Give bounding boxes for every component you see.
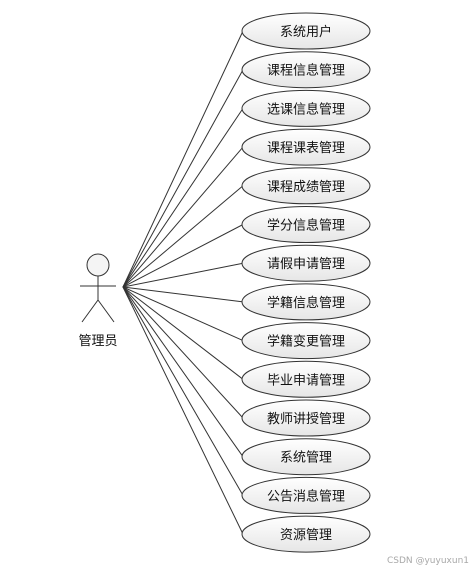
association-line — [122, 286, 244, 535]
use-case-item[interactable]: 学籍变更管理 — [241, 322, 371, 360]
use-case-label: 公告消息管理 — [267, 488, 345, 504]
use-case-item[interactable]: 教师讲授管理 — [241, 399, 371, 437]
use-case-ellipse — [241, 51, 371, 89]
use-case-ellipse — [241, 128, 371, 166]
use-case-item[interactable]: 课程信息管理 — [241, 51, 371, 89]
use-case-label: 毕业申请管理 — [267, 373, 345, 388]
use-case-label: 系统管理 — [280, 451, 332, 466]
use-case-item[interactable]: 学籍信息管理 — [241, 283, 371, 321]
stick-figure-icon — [80, 253, 116, 323]
use-case-ellipse — [241, 476, 371, 514]
use-case-label: 学籍变更管理 — [267, 334, 345, 350]
association-line — [122, 286, 244, 380]
use-case-item[interactable]: 公告消息管理 — [241, 476, 371, 514]
association-lines — [122, 30, 244, 535]
use-case-ellipse — [241, 515, 371, 553]
use-case-label: 系统用户 — [280, 24, 332, 40]
use-case-label: 学籍信息管理 — [267, 295, 345, 311]
association-line — [122, 286, 244, 457]
use-case-label: 请假申请管理 — [267, 257, 345, 272]
use-case-item[interactable]: 资源管理 — [241, 515, 371, 553]
association-line — [122, 286, 244, 419]
association-line — [122, 262, 244, 288]
watermark: CSDN @yuyuxun1 — [386, 556, 469, 566]
use-case-label: 选课信息管理 — [267, 101, 345, 117]
actor[interactable]: 管理员 — [78, 253, 118, 349]
use-case-label: 课程成绩管理 — [267, 180, 345, 195]
use-case-item[interactable]: 请假申请管理 — [241, 244, 371, 282]
use-case-item[interactable]: 系统管理 — [241, 438, 371, 476]
association-line — [122, 185, 244, 288]
association-line — [122, 224, 244, 288]
use-case-item[interactable]: 课程成绩管理 — [241, 167, 371, 205]
use-case-ellipse — [241, 244, 371, 282]
use-case-ellipse — [241, 206, 371, 243]
use-case-item[interactable]: 系统用户 — [241, 12, 371, 50]
use-case-ellipse — [241, 283, 371, 321]
use-case-label: 教师讲授管理 — [267, 411, 345, 427]
use-case-ellipse — [241, 322, 371, 360]
use-case-item[interactable]: 学分信息管理 — [241, 206, 371, 243]
association-line — [122, 146, 244, 288]
actor-label: 管理员 — [78, 334, 117, 349]
use-case-ellipse — [241, 399, 371, 437]
use-case-ellipse — [241, 12, 371, 50]
use-case-ellipse — [241, 360, 371, 398]
use-case-ellipse — [241, 167, 371, 205]
use-case-ellipse — [241, 438, 371, 476]
association-line — [122, 286, 244, 303]
association-line — [122, 30, 244, 288]
use-case-item[interactable]: 课程课表管理 — [241, 128, 371, 166]
use-case-label: 课程信息管理 — [267, 63, 345, 79]
use-case-item[interactable]: 选课信息管理 — [241, 89, 371, 127]
association-line — [122, 286, 244, 496]
use-case-label: 资源管理 — [280, 528, 332, 543]
association-line — [122, 286, 244, 342]
association-line — [122, 108, 244, 288]
use-case-label: 学分信息管理 — [267, 218, 345, 234]
use-case-item[interactable]: 毕业申请管理 — [241, 360, 371, 398]
use-case-list: 系统用户课程信息管理选课信息管理课程课表管理课程成绩管理学分信息管理请假申请管理… — [241, 12, 371, 553]
association-line — [122, 69, 244, 288]
use-case-ellipse — [241, 89, 371, 127]
use-case-label: 课程课表管理 — [267, 141, 345, 156]
